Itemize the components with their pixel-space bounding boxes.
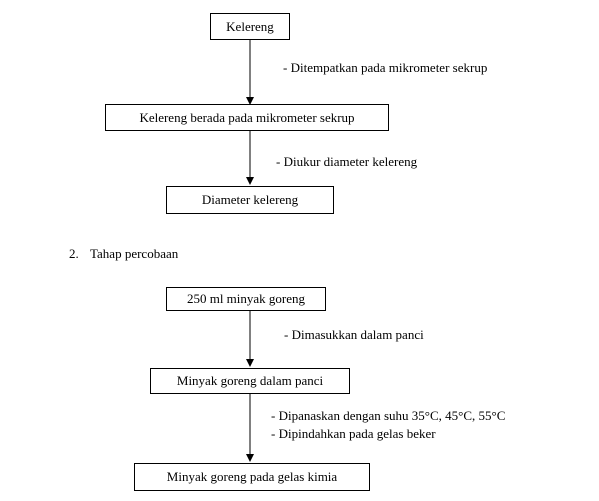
note-diukur: - Diukur diameter kelereng (276, 154, 418, 169)
box-minyak-gelas-kimia: Minyak goreng pada gelas kimia (134, 463, 370, 491)
box-kelereng-mikrometer: Kelereng berada pada mikrometer sekrup (105, 104, 389, 131)
box-kelereng-label: Kelereng (226, 18, 274, 34)
box-diameter-kelereng: Diameter kelereng (166, 186, 334, 214)
box-diameter-kelereng-label: Diameter kelereng (201, 192, 299, 207)
section-heading-number: 2. (69, 246, 79, 261)
section-heading-text: Tahap percobaan (90, 246, 179, 261)
note-dipindahkan: - Dipindahkan pada gelas beker (271, 426, 436, 441)
note-dimasukkan: - Dimasukkan dalam panci (284, 327, 424, 342)
box-minyak-dalam-panci-label: Minyak goreng dalam panci (176, 373, 324, 388)
box-minyak-goreng: 250 ml minyak goreng (166, 287, 326, 311)
box-minyak-dalam-panci: Minyak goreng dalam panci (150, 368, 350, 394)
box-minyak-gelas-kimia-label: Minyak goreng pada gelas kimia (166, 469, 338, 484)
note-dipanaskan: - Dipanaskan dengan suhu 35°C, 45°C, 55°… (271, 408, 506, 423)
box-kelereng-mikrometer-label: Kelereng berada pada mikrometer sekrup (139, 109, 355, 125)
box-kelereng: Kelereng (210, 13, 290, 40)
box-minyak-goreng-label: 250 ml minyak goreng (186, 291, 306, 306)
section-heading-tahap-percobaan: 2. Tahap percobaan (69, 246, 178, 262)
note-ditempatkan: - Ditempatkan pada mikrometer sekrup (283, 60, 488, 75)
